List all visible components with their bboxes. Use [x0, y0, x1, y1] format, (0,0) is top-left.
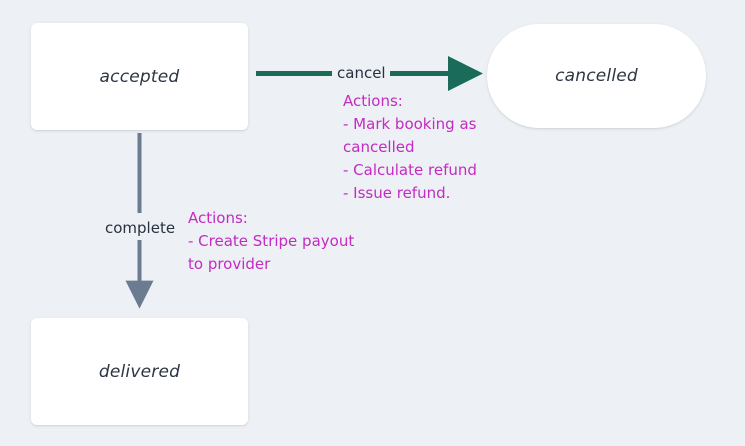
annotation-line: - Mark booking as — [343, 115, 477, 133]
edge-label-complete: complete — [101, 216, 180, 240]
annotation-line: - Issue refund. — [343, 184, 451, 202]
annotation-complete-actions: Actions: - Create Stripe payout to provi… — [188, 207, 354, 276]
state-node-delivered[interactable]: delivered — [31, 318, 248, 425]
annotation-cancel-actions: Actions: - Mark booking as cancelled - C… — [343, 90, 477, 205]
state-node-cancelled[interactable]: cancelled — [487, 24, 706, 128]
state-node-delivered-label: delivered — [98, 361, 181, 382]
annotation-line: - Calculate refund — [343, 161, 477, 179]
annotation-line: - Create Stripe payout — [188, 232, 355, 250]
annotation-line: to provider — [188, 255, 271, 273]
annotation-line: Actions: — [343, 92, 403, 110]
state-node-cancelled-label: cancelled — [555, 66, 638, 86]
state-node-accepted-label: accepted — [99, 66, 180, 87]
state-node-accepted[interactable]: accepted — [31, 23, 248, 130]
annotation-line: Actions: — [188, 209, 248, 227]
edge-label-cancel: cancel — [333, 64, 390, 82]
annotation-line: cancelled — [343, 138, 415, 156]
